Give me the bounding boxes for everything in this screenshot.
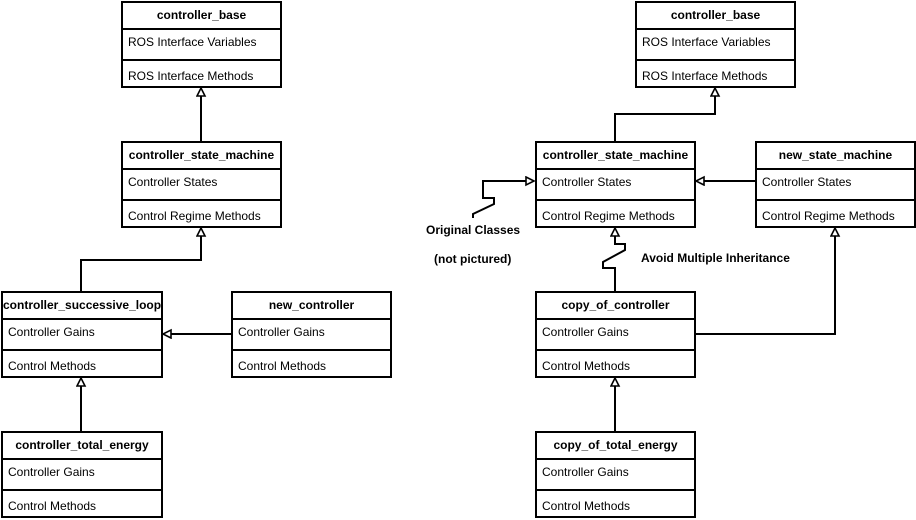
edge-state-machine-to-base-right [614,88,715,141]
divider [233,318,390,320]
right-class-controller-state-machine[interactable]: controller_state_machine Controller Stat… [535,141,696,228]
class-attributes: ROS Interface Variables [128,35,257,49]
divider [3,458,161,460]
divider [233,349,390,351]
class-title: controller_total_energy [15,438,149,452]
edge-copy-controller-to-state-machine-broken [602,228,626,291]
right-class-copy-of-controller[interactable]: copy_of_controller Controller Gains Cont… [535,291,696,378]
class-methods: Control Methods [8,359,97,373]
edge-successive-loop-to-state-machine [80,228,201,291]
class-title: copy_of_total_energy [553,438,678,452]
class-title: controller_base [156,8,247,22]
edge-original-classes-broken [472,181,534,218]
left-class-controller-successive-loop[interactable]: controller_successive_loop Controller Ga… [1,291,163,378]
class-title: new_controller [268,298,355,312]
left-class-new-controller[interactable]: new_controller Controller Gains Control … [231,291,392,378]
class-attributes: ROS Interface Variables [642,35,771,49]
divider [537,489,694,491]
divider [637,28,794,30]
class-attributes: Controller States [762,175,852,189]
class-attributes: Controller States [128,175,218,189]
class-title: controller_base [670,8,761,22]
divider [537,349,694,351]
class-title: copy_of_controller [561,298,670,312]
divider [757,199,914,201]
right-class-new-state-machine[interactable]: new_state_machine Controller States Cont… [755,141,916,228]
class-attributes: Controller States [542,175,632,189]
divider [757,168,914,170]
divider [537,199,694,201]
divider [537,458,694,460]
class-methods: Control Methods [542,499,631,513]
divider [123,28,280,30]
divider [3,489,161,491]
divider [123,168,280,170]
divider [123,199,280,201]
left-class-controller-state-machine[interactable]: controller_state_machine Controller Stat… [121,141,282,228]
class-title: controller_successive_loop [3,298,161,312]
class-title: new_state_machine [778,148,893,162]
divider [637,59,794,61]
class-attributes: Controller Gains [542,325,629,339]
class-methods: Control Methods [542,359,631,373]
class-attributes: Controller Gains [542,465,629,479]
class-methods: Control Methods [8,499,97,513]
left-class-controller-total-energy[interactable]: controller_total_energy Controller Gains… [1,431,163,518]
divider [123,59,280,61]
class-title: controller_state_machine [128,148,275,162]
divider [3,349,161,351]
edge-copy-controller-to-new-state-machine [696,228,835,335]
class-methods: Control Regime Methods [762,209,895,223]
divider [537,318,694,320]
class-attributes: Controller Gains [8,325,95,339]
class-methods: ROS Interface Methods [128,69,254,83]
class-methods: Control Methods [238,359,327,373]
avoid-multiple-inheritance-label: Avoid Multiple Inheritance [641,251,790,265]
class-attributes: Controller Gains [8,465,95,479]
class-attributes: Controller Gains [238,325,325,339]
class-methods: Control Regime Methods [542,209,675,223]
left-class-controller-base[interactable]: controller_base ROS Interface Variables … [121,1,282,88]
class-title: controller_state_machine [542,148,689,162]
right-class-copy-of-total-energy[interactable]: copy_of_total_energy Controller Gains Co… [535,431,696,518]
not-pictured-label: (not pictured) [434,252,512,266]
divider [3,318,161,320]
class-methods: Control Regime Methods [128,209,261,223]
divider [537,168,694,170]
right-class-controller-base[interactable]: controller_base ROS Interface Variables … [635,1,796,88]
original-classes-label: Original Classes [426,223,521,237]
class-methods: ROS Interface Methods [642,69,768,83]
